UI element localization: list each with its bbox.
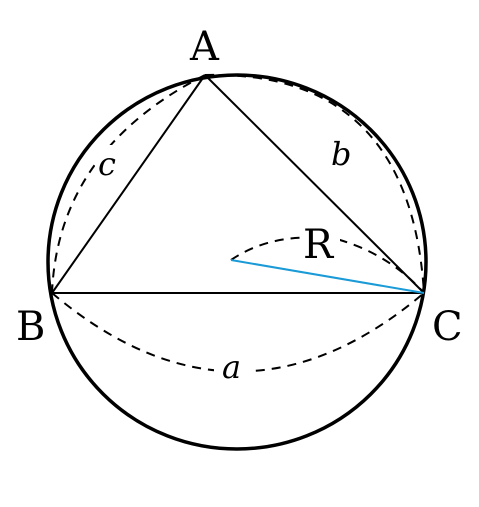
side-ac — [204, 74, 425, 294]
label-r-mask — [300, 222, 340, 266]
vertex-label-c: C — [432, 304, 463, 350]
side-label-a: a — [222, 348, 241, 386]
label-a-mask — [214, 350, 252, 386]
arc-c — [51, 74, 206, 294]
radius-line — [230, 259, 425, 294]
label-b-mask — [326, 136, 358, 174]
side-label-c: c — [98, 145, 116, 183]
vertex-label-a: A — [189, 24, 220, 70]
arc-b — [204, 73, 425, 294]
radius-label: R — [303, 222, 335, 268]
circumcircle — [46, 73, 428, 451]
side-label-b: b — [331, 135, 351, 173]
label-c-mask — [95, 145, 121, 181]
side-ab — [51, 74, 206, 294]
vertex-label-b: B — [16, 304, 45, 350]
